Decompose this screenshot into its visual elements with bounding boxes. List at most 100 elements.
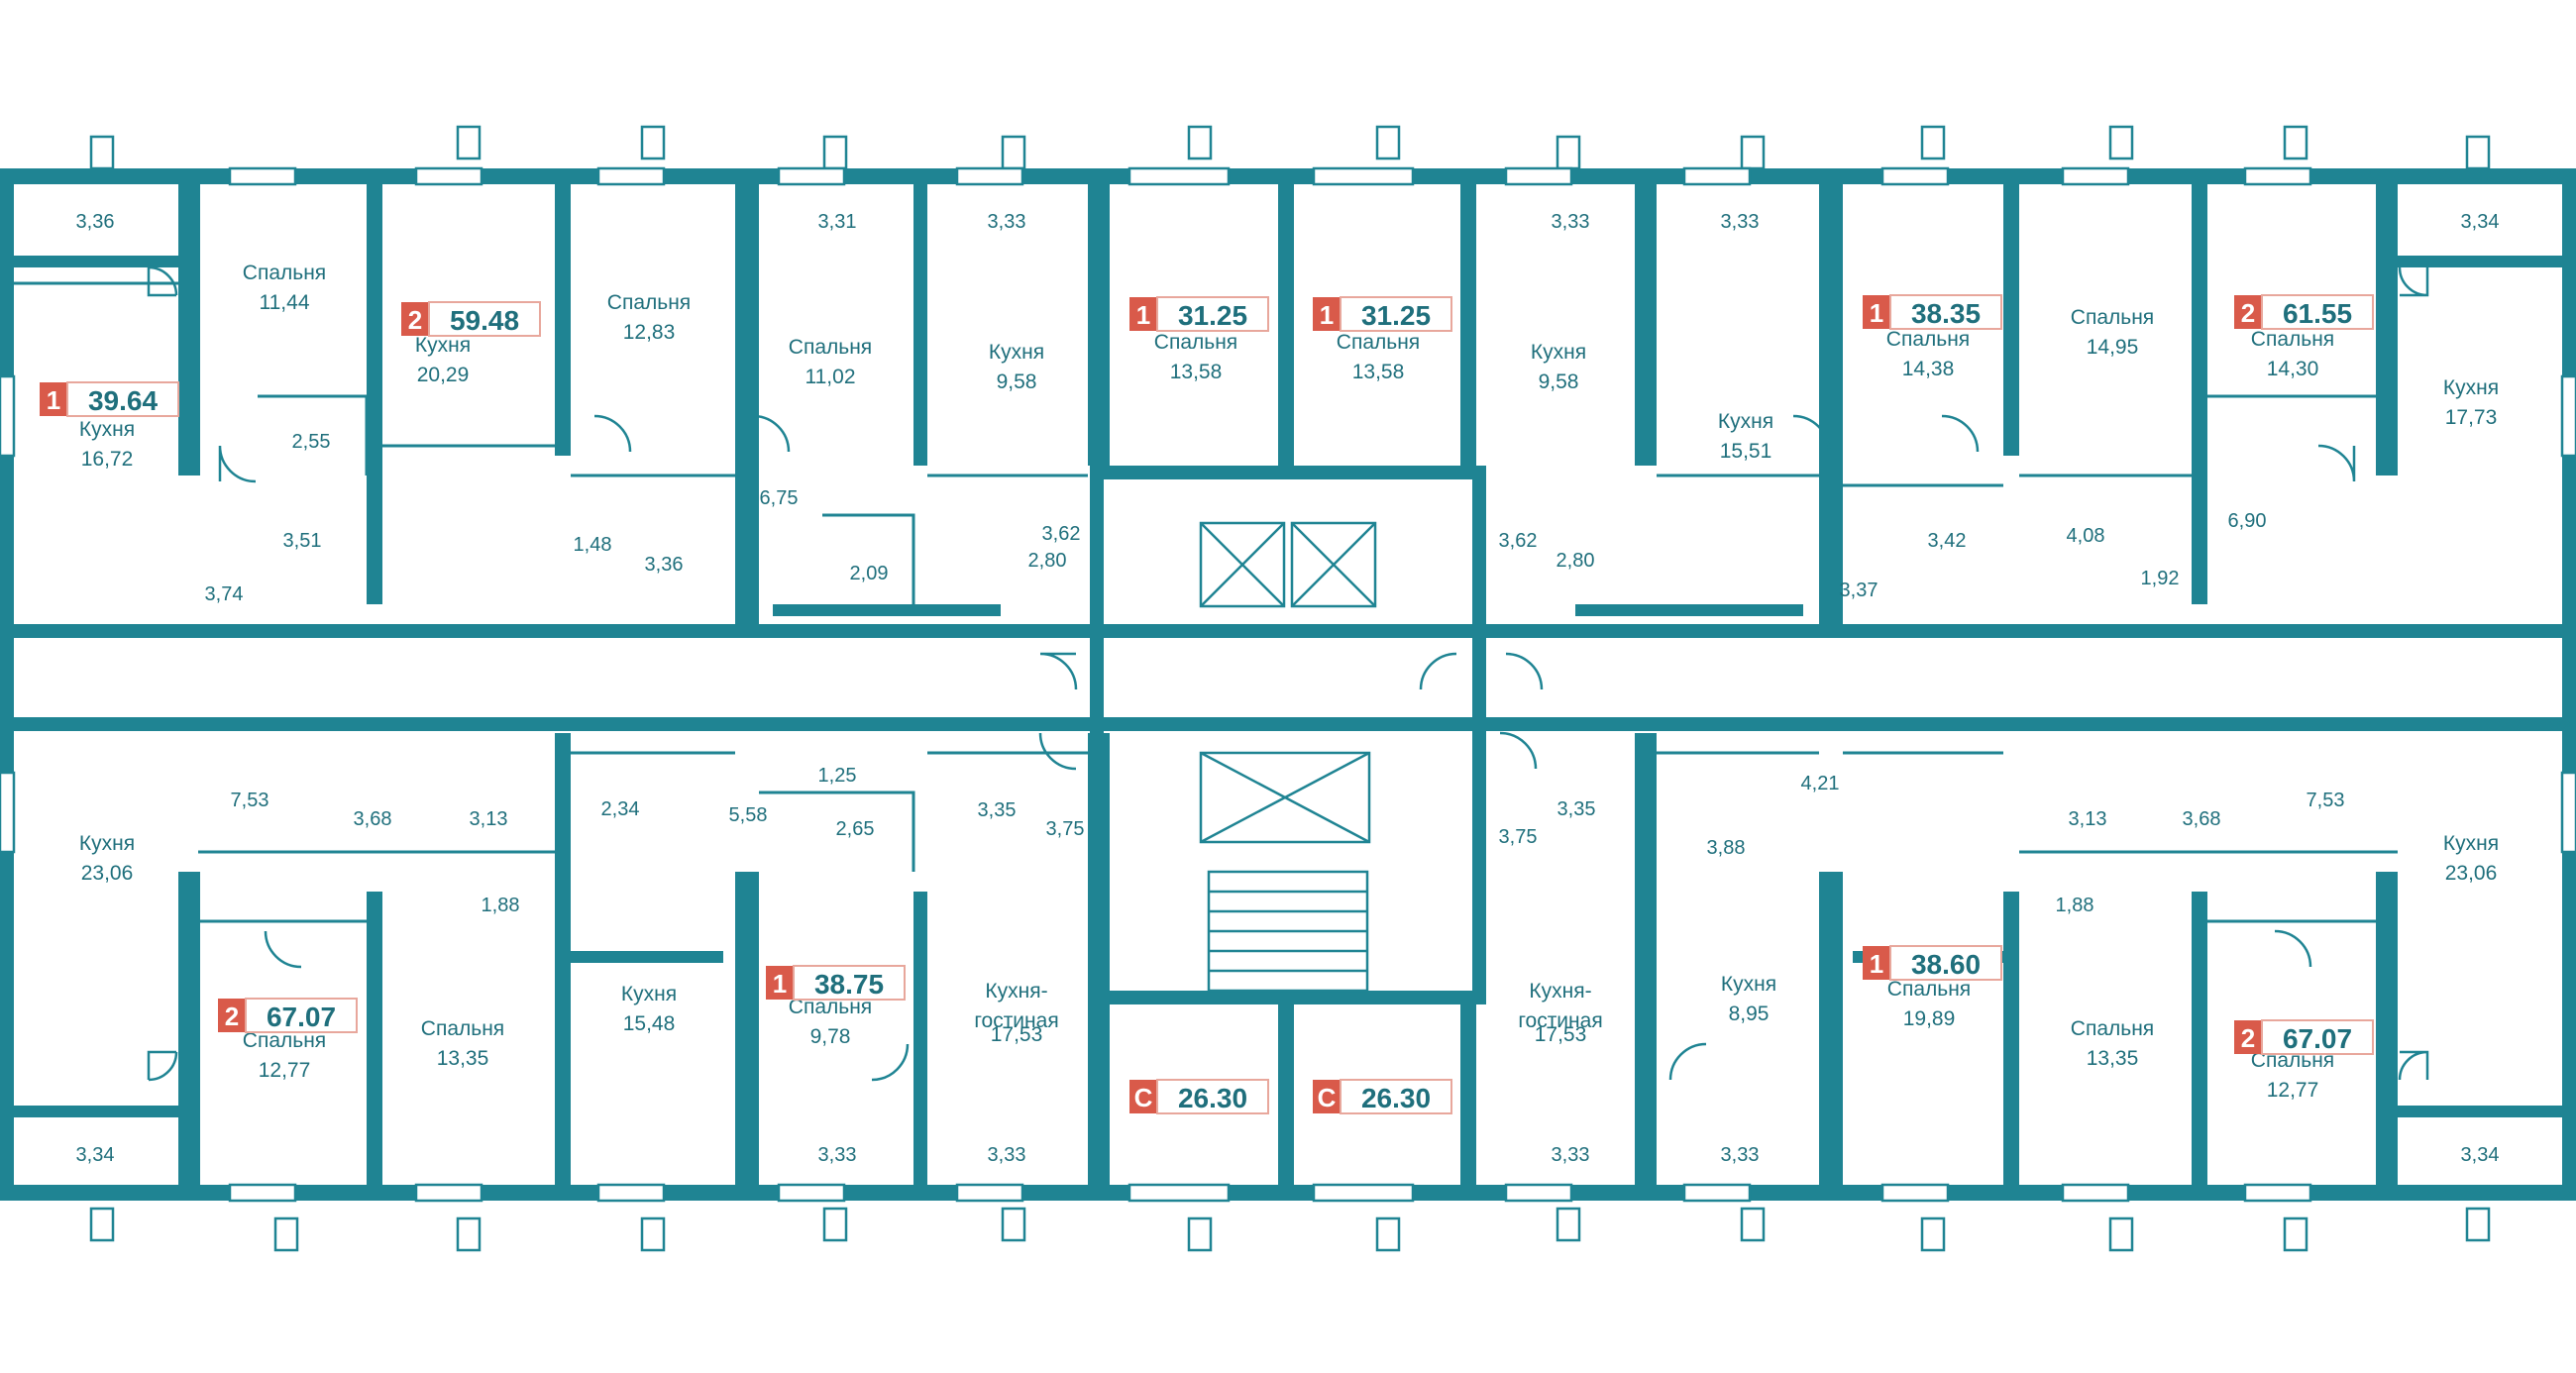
room-area: 12,77: [2267, 1079, 2319, 1102]
room-count: 1: [47, 385, 60, 415]
room-count-box: [401, 302, 429, 336]
room-count-box: [1129, 297, 1157, 331]
room-area: 11,02: [805, 366, 856, 388]
small-area-label: 3,13: [470, 808, 508, 830]
small-area-label: 1,88: [482, 895, 520, 916]
room-labels: Кухня16,72Спальня11,44Кухня20,29Спальня1…: [79, 262, 2499, 1102]
room-count: 1: [773, 969, 787, 999]
small-area-label: 3,34: [2461, 1144, 2500, 1166]
room-area: 17,53: [991, 1023, 1043, 1046]
room-name: Кухня-: [1529, 980, 1591, 1003]
small-area-label: 3,88: [1707, 837, 1746, 859]
small-area-label: 3,74: [205, 583, 244, 605]
small-area-label: 2,80: [1028, 550, 1067, 572]
room-name: Спальня: [2251, 328, 2334, 351]
structural-walls: [0, 168, 2576, 1201]
room-count-box: [40, 382, 67, 416]
room-area: 16,72: [81, 448, 134, 471]
small-area-label: 7,53: [231, 790, 269, 811]
small-area-label: 3,34: [2461, 211, 2500, 233]
area-box: [1889, 294, 2002, 330]
windows: [0, 166, 2576, 1203]
room-count: С: [1318, 1083, 1337, 1112]
room-area: гостиная: [1518, 1009, 1602, 1032]
room-area: 9,58: [997, 370, 1037, 393]
area-box: [1340, 296, 1452, 332]
room-name: Спальня: [2071, 306, 2154, 329]
small-area-label: 3,33: [988, 1144, 1026, 1166]
room-area: 9,78: [810, 1025, 851, 1048]
small-area-label: 3,33: [1552, 1144, 1590, 1166]
room-count-box: [1129, 1080, 1157, 1113]
small-area-label: 6,75: [760, 487, 799, 509]
room-area: 11,44: [260, 291, 310, 314]
small-area-label: 1,88: [2056, 895, 2094, 916]
small-area-label: 2,34: [601, 798, 640, 820]
room-name: Спальня: [1887, 978, 1971, 1001]
room-count: 1: [1320, 300, 1334, 330]
room-name: Кухня: [621, 983, 677, 1005]
small-area-label: 3,68: [354, 808, 392, 830]
small-area-label: 3,75: [1499, 826, 1538, 848]
small-area-label: 2,55: [292, 431, 331, 453]
room-name: Кухня-: [985, 980, 1047, 1003]
apartment-area: 26.30: [1178, 1083, 1247, 1113]
small-area-label: 3,33: [1721, 211, 1760, 233]
room-area: 13,35: [437, 1047, 489, 1070]
area-box: [793, 965, 906, 1001]
room-area: 14,38: [1902, 358, 1955, 380]
small-area-label: 3,68: [2183, 808, 2221, 830]
small-area-label: 3,37: [1840, 580, 1878, 601]
room-count: 1: [1870, 949, 1883, 979]
room-name: Спальня: [1337, 331, 1420, 354]
room-area: 17,73: [2445, 406, 2498, 429]
room-area: 20,29: [417, 364, 470, 386]
small-area-label: 4,08: [2067, 525, 2105, 547]
apartment-area: 38.35: [1911, 298, 1981, 329]
room-name: Спальня: [2071, 1017, 2154, 1040]
small-area-label: 3,51: [283, 530, 322, 552]
small-area-label: 3,35: [1557, 798, 1596, 820]
room-count-box: [1863, 295, 1890, 329]
apartment-area: 26.30: [1361, 1083, 1431, 1113]
room-area: 9,58: [1539, 370, 1579, 393]
area-box: [428, 301, 541, 337]
room-count: С: [1134, 1083, 1153, 1112]
apartment-area: 38.60: [1911, 949, 1981, 980]
room-name: Кухня: [1721, 973, 1776, 996]
room-name: Спальня: [421, 1017, 504, 1040]
small-area-label: 3,75: [1046, 818, 1085, 840]
small-area-label: 3,33: [818, 1144, 857, 1166]
room-area: 13,58: [1170, 361, 1223, 383]
room-area: 19,89: [1903, 1007, 1956, 1030]
room-count: 2: [408, 305, 422, 335]
small-area-label: 3,34: [76, 1144, 115, 1166]
small-area-label: 3,36: [76, 211, 115, 233]
small-area-label: 3,33: [1552, 211, 1590, 233]
room-area: 15,51: [1720, 440, 1772, 463]
small-area-label: 6,90: [2228, 510, 2267, 532]
small-area-label: 2,65: [836, 818, 875, 840]
small-area-label: 1,92: [2141, 568, 2180, 589]
room-count: 2: [225, 1002, 239, 1031]
small-area-label: 3,33: [988, 211, 1026, 233]
room-count-box: [2234, 295, 2262, 329]
small-area-label: 1,48: [574, 534, 612, 556]
room-name: Кухня: [1718, 410, 1773, 433]
small-area-label: 3,35: [978, 799, 1017, 821]
room-area: 8,95: [1729, 1003, 1770, 1025]
apartment-area: 61.55: [2283, 298, 2352, 329]
room-count: 2: [2241, 1023, 2255, 1053]
area-box: [1156, 296, 1269, 332]
apartment-area: 67.07: [267, 1002, 336, 1032]
room-name: Кухня: [2443, 376, 2499, 399]
small-area-label: 2,80: [1556, 550, 1595, 572]
room-count-box: [766, 966, 794, 1000]
